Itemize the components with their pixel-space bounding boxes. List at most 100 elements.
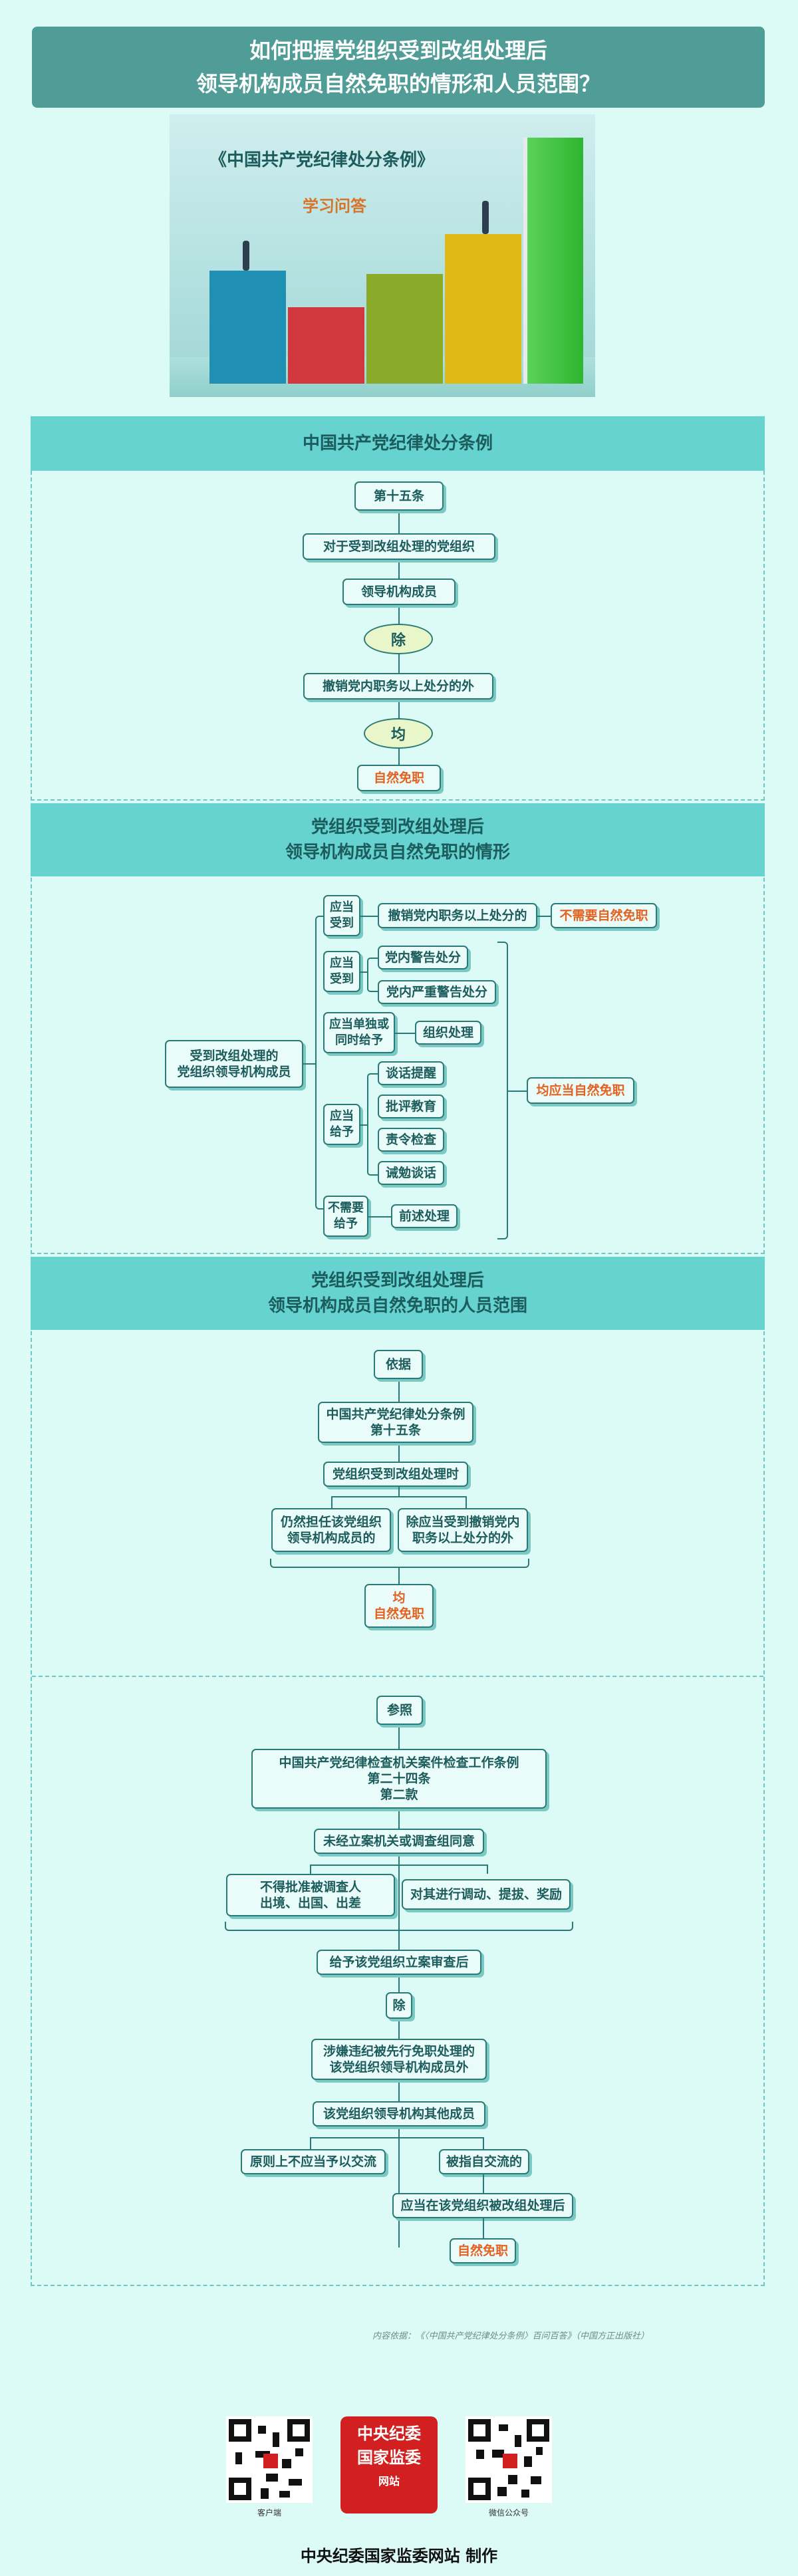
s2-b2-text: 应当 受到	[330, 956, 354, 986]
s2-b5-child-text: 前述处理	[398, 1209, 450, 1224]
s3-ref-doc: 中国共产党纪律检查机关案件检查工作条例 第二十四条 第二款	[251, 1749, 547, 1809]
s3-n3: 给予该党组织立案审查后	[317, 1950, 481, 1975]
blue-block	[209, 271, 286, 384]
s3-n6-text: 该党组织领导机构其他成员	[323, 2107, 475, 2121]
s2-b4-child-4-text: 诫勉谈话	[385, 1166, 436, 1180]
s2-b1-child-text: 撤销党内职务以上处分的	[388, 908, 527, 923]
s1-members: 领导机构成员	[342, 579, 456, 605]
ccdi-logo: 中央纪委 国家监委 网站	[340, 2416, 438, 2513]
s2-b4-child-2: 批评教育	[378, 1095, 444, 1118]
yellow-block	[445, 234, 521, 384]
s2-b1-child: 撤销党内职务以上处分的	[378, 903, 537, 928]
s3-n8-down	[483, 2218, 484, 2238]
page-title: 如何把握党组织受到改组处理后 领导机构成员自然免职的情形和人员范围？	[32, 27, 765, 108]
s2-b3-child: 组织处理	[415, 1021, 481, 1045]
s3-n7-v1	[310, 2137, 311, 2149]
s3-n5-text: 涉嫌违纪被先行免职处理的 该党组织领导机构成员外	[323, 2044, 475, 2075]
s3-n2-v2	[487, 1865, 488, 1874]
section-3-header-line-1: 党组织受到改组处理后	[311, 1271, 484, 1291]
s2-root-text: 受到改组处理的 党组织领导机构成员	[177, 1049, 291, 1079]
s3-basis-doc: 中国共产党纪律处分条例 第十五条	[318, 1402, 473, 1443]
s3-n2b: 对其进行调动、提拔、奖励	[402, 1879, 571, 1910]
s1-except-text: 除	[390, 632, 406, 649]
s3-n9-text: 自然免职	[457, 2244, 508, 2258]
s1-party-org: 对于受到改组处理的党组织	[303, 533, 495, 560]
hero-illustration: 《中国共产党纪律处分条例》 学习问答	[170, 114, 595, 397]
section-1-header: 中国共产党纪律处分条例	[31, 416, 765, 471]
s3-n1: 未经立案机关或调查组同意	[314, 1829, 484, 1854]
s2-root-link	[303, 1063, 315, 1065]
s3-n7b: 被指自交流的	[439, 2149, 529, 2174]
hero-book-title: 《中国共产党纪律处分条例》	[209, 150, 435, 170]
s2-b2-child-2: 党内严重警告处分	[378, 980, 496, 1004]
s3-n3-text: 给予该党组织立案审查后	[329, 1955, 469, 1970]
s3-n8-text: 应当在该党组织被改组处理后	[400, 2198, 565, 2213]
green-block	[366, 274, 443, 384]
s2-b4-child-4: 诫勉谈话	[378, 1161, 444, 1185]
s2-result-text: 均应当自然免职	[536, 1083, 625, 1098]
s3-n7b-down	[483, 2174, 484, 2193]
s1-revoke: 撤销党内职务以上处分的外	[303, 673, 493, 700]
s3-n4-text: 除	[392, 1998, 406, 2013]
s2-root: 受到改组处理的 党组织领导机构成员	[165, 1040, 303, 1088]
s2-b5: 不需要 给予	[323, 1196, 368, 1237]
ruler	[523, 138, 583, 384]
s1-all: 均	[364, 718, 433, 749]
s2-b1-result-link	[537, 916, 551, 917]
s2-b4-text: 应当 给予	[330, 1109, 354, 1139]
s2-b4-child-3: 责令检查	[378, 1128, 444, 1152]
s3-split-v1	[331, 1496, 332, 1509]
s1-article: 第十五条	[354, 481, 444, 511]
qr-right-label: 微信公众号	[488, 2508, 529, 2517]
s3-right-text: 除应当受到撤销党内 职务以上处分的外	[406, 1515, 520, 1545]
s3-result-line-2: 自然免职	[373, 1607, 424, 1621]
s3-n7-v2	[483, 2137, 484, 2149]
s2-b3-link	[395, 1033, 415, 1034]
s3-bottom-brace	[270, 1559, 529, 1568]
s3-left: 仍然担任该党组织 领导机构成员的	[271, 1508, 391, 1552]
s3-divider	[32, 1676, 763, 1677]
figure-left	[243, 241, 249, 271]
seal-line-1: 中央纪委	[357, 2424, 421, 2443]
s2-b1-text: 应当 受到	[330, 900, 354, 930]
s3-split-v2	[466, 1496, 467, 1509]
s1-except: 除	[364, 624, 433, 654]
s3-right: 除应当受到撤销党内 职务以上处分的外	[398, 1508, 528, 1552]
s3-n8: 应当在该党组织被改组处理后	[392, 2193, 573, 2218]
qr-code-left	[226, 2416, 313, 2503]
s3-ref: 参照	[376, 1696, 423, 1725]
source-note: 内容依据：《〈中国共产党纪律处分条例〉百问百答》（中国方正出版社）	[372, 2331, 650, 2341]
s3-n6: 该党组织领导机构其他成员	[313, 2101, 485, 2126]
s1-revoke-text: 撤销党内职务以上处分的外	[322, 679, 474, 694]
section-2-header-line-2: 领导机构成员自然免职的情形	[285, 842, 510, 862]
s3-n5: 涉嫌违纪被先行免职处理的 该党组织领导机构成员外	[311, 2039, 487, 2080]
s3-result-line-1: 均	[392, 1591, 406, 1605]
figure-right	[482, 201, 489, 234]
s3-n1-text: 未经立案机关或调查组同意	[323, 1834, 475, 1849]
s3-n2a: 不得批准被调查人 出境、出国、出差	[226, 1874, 395, 1916]
s3-n2b-text: 对其进行调动、提拔、奖励	[410, 1887, 562, 1902]
s2-b5-link	[368, 1216, 391, 1218]
seal-line-3: 网站	[378, 2475, 400, 2488]
section-3-header-line-2: 领导机构成员自然免职的人员范围	[267, 1296, 527, 1316]
s3b-spine	[398, 1722, 400, 2248]
section-3-header: 党组织受到改组处理后 领导机构成员自然免职的人员范围	[31, 1257, 765, 1330]
s2-b5-text: 不需要 给予	[328, 1201, 364, 1231]
s2-b4-brace	[367, 1073, 378, 1176]
s2-b2-child-2-text: 党内严重警告处分	[386, 985, 487, 999]
s3-basis-text: 依据	[385, 1357, 411, 1372]
s2-b2-brace	[367, 958, 378, 992]
s3-n7-split	[310, 2137, 484, 2138]
s3-n2-split	[310, 1865, 488, 1866]
s3-basis-doc-text: 中国共产党纪律处分条例 第十五条	[326, 1407, 466, 1438]
footer-credit: 中央纪委国家监委网站 制作	[300, 2547, 498, 2565]
s3-to-result	[398, 1568, 400, 1584]
seal-line-2: 国家监委	[357, 2448, 421, 2467]
s3-n9: 自然免职	[450, 2238, 516, 2263]
s2-b1-result: 不需要自然免职	[551, 903, 657, 928]
section-2-header-line-1: 党组织受到改组处理后	[311, 817, 484, 837]
s3-when: 党组织受到改组处理时	[323, 1462, 468, 1487]
s3-left-text: 仍然担任该党组织 领导机构成员的	[280, 1515, 382, 1545]
s3-split-v0	[398, 1487, 400, 1497]
s1-result: 自然免职	[357, 765, 441, 791]
